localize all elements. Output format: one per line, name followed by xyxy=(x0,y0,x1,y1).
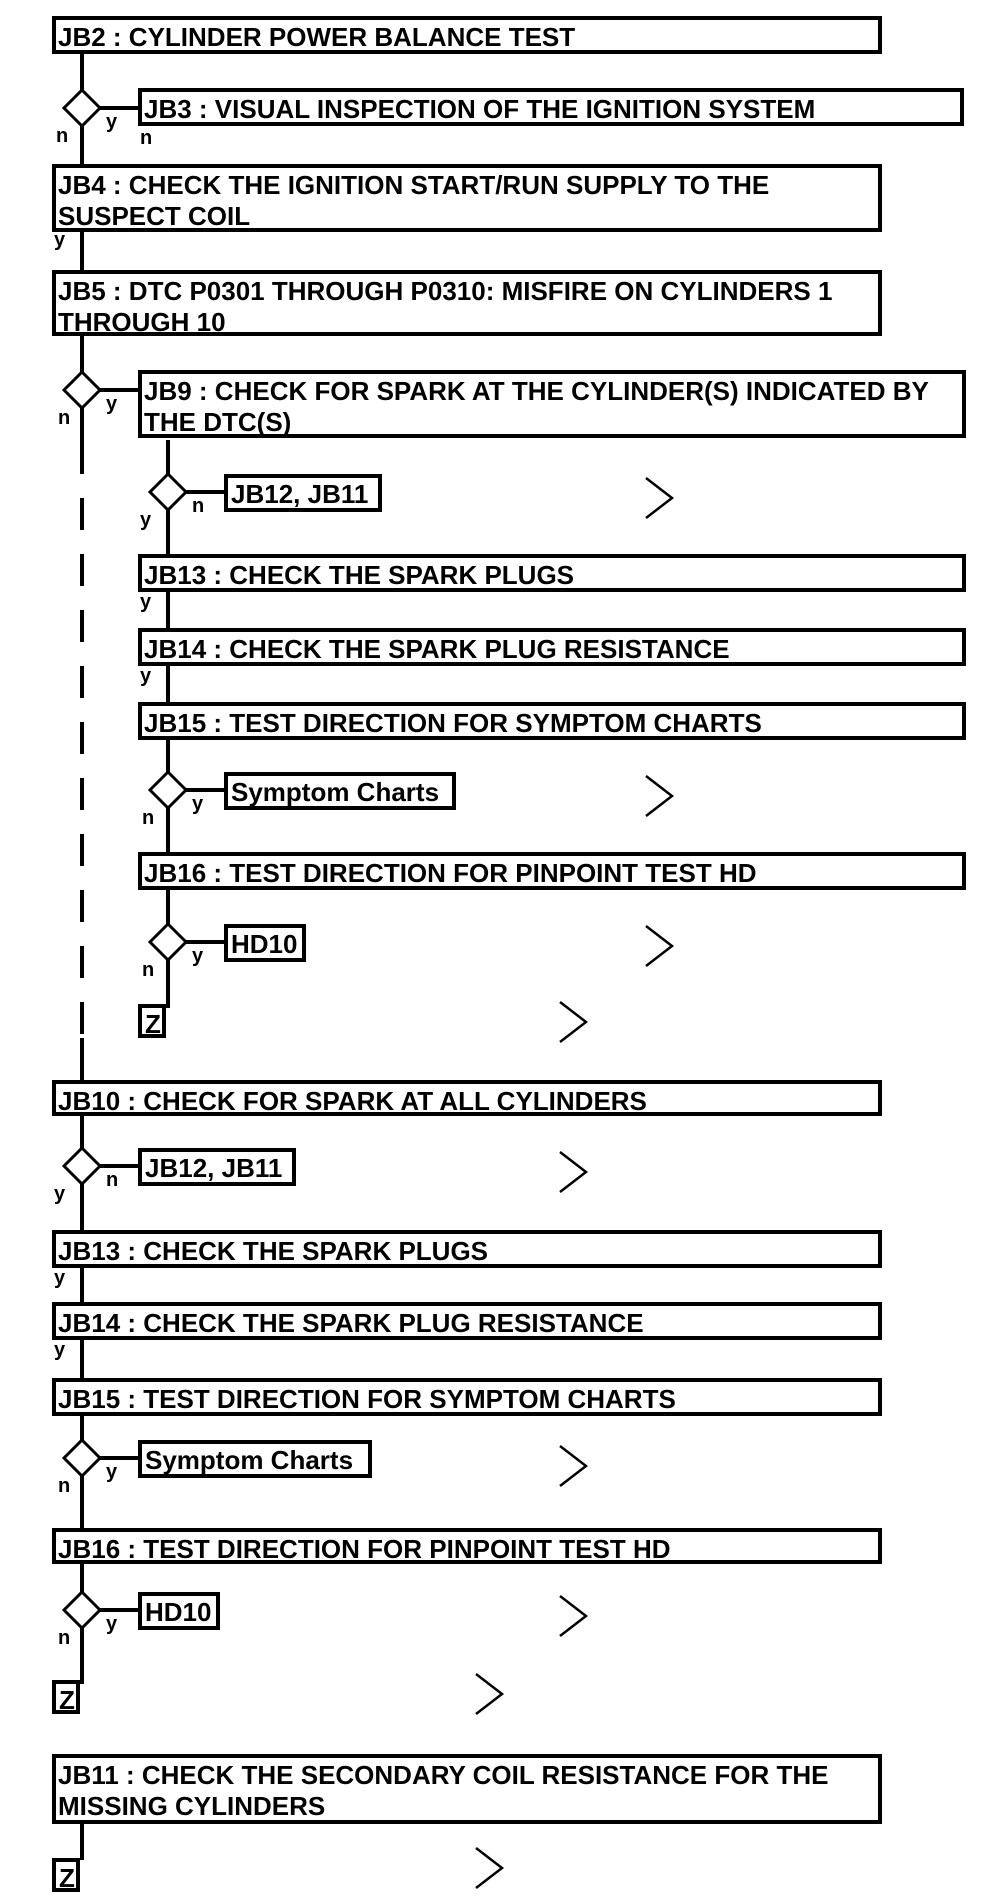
decision-diamond xyxy=(61,369,103,411)
step-jb11[interactable]: JB11 : CHECK THE SECONDARY COIL RESISTAN… xyxy=(52,1754,882,1824)
branch-label-no: n xyxy=(58,1627,71,1649)
decision-diamond xyxy=(147,921,189,963)
branch-label-no: n xyxy=(58,1475,71,1497)
next-arrow-icon[interactable] xyxy=(556,1148,590,1196)
step-jb13[interactable]: JB13 : CHECK THE SPARK PLUGS xyxy=(138,554,966,592)
next-arrow-icon[interactable] xyxy=(556,1592,590,1640)
branch-label-yes: y xyxy=(106,111,118,133)
branch-label-yes: y xyxy=(54,229,66,251)
decision-diamond xyxy=(61,1145,103,1187)
branch-label-yes: y xyxy=(140,665,152,687)
step-jb5[interactable]: JB5 : DTC P0301 THROUGH P0310: MISFIRE O… xyxy=(52,270,882,336)
branch-label-yes: y xyxy=(106,1613,118,1635)
step-jb15[interactable]: JB15 : TEST DIRECTION FOR SYMPTOM CHARTS xyxy=(138,702,966,740)
branch-label-yes: y xyxy=(54,1183,66,1205)
next-arrow-icon[interactable] xyxy=(472,1844,506,1892)
branch-label-no: n xyxy=(142,959,155,981)
decision-diamond xyxy=(147,769,189,811)
reference-box-symptom-charts[interactable]: Symptom Charts xyxy=(224,772,456,810)
branch-label-yes: y xyxy=(54,1267,66,1289)
branch-label-no: n xyxy=(192,495,205,517)
step-jb14[interactable]: JB14 : CHECK THE SPARK PLUG RESISTANCE xyxy=(52,1302,882,1340)
end-marker-z[interactable]: Z xyxy=(52,1680,80,1714)
decision-diamond xyxy=(147,471,189,513)
decision-diamond xyxy=(61,1437,103,1479)
step-jb13[interactable]: JB13 : CHECK THE SPARK PLUGS xyxy=(52,1230,882,1268)
decision-diamond xyxy=(61,87,103,129)
end-marker-z[interactable]: Z xyxy=(138,1004,166,1038)
branch-label-no: n xyxy=(140,127,153,149)
next-arrow-icon[interactable] xyxy=(642,772,676,820)
step-jb4[interactable]: JB4 : CHECK THE IGNITION START/RUN SUPPL… xyxy=(52,164,882,232)
next-arrow-icon[interactable] xyxy=(642,474,676,522)
branch-label-no: n xyxy=(56,125,69,147)
step-jb14[interactable]: JB14 : CHECK THE SPARK PLUG RESISTANCE xyxy=(138,628,966,666)
step-jb3[interactable]: JB3 : VISUAL INSPECTION OF THE IGNITION … xyxy=(138,88,964,126)
end-marker-z[interactable]: Z xyxy=(52,1858,80,1892)
branch-label-yes: y xyxy=(140,509,152,531)
branch-label-yes: y xyxy=(106,393,118,415)
reference-box-hd10[interactable]: HD10 xyxy=(138,1592,220,1630)
next-arrow-icon[interactable] xyxy=(642,922,676,970)
branch-label-no: n xyxy=(106,1169,119,1191)
branch-label-yes: y xyxy=(192,945,204,967)
branch-label-yes: y xyxy=(106,1461,118,1483)
step-jb9[interactable]: JB9 : CHECK FOR SPARK AT THE CYLINDER(S)… xyxy=(138,370,966,438)
step-jb10[interactable]: JB10 : CHECK FOR SPARK AT ALL CYLINDERS xyxy=(52,1080,882,1116)
branch-label-yes: y xyxy=(192,793,204,815)
next-arrow-icon[interactable] xyxy=(472,1670,506,1718)
reference-box-hd10[interactable]: HD10 xyxy=(224,924,306,962)
branch-label-yes: y xyxy=(54,1339,66,1361)
decision-diamond xyxy=(61,1589,103,1631)
next-arrow-icon[interactable] xyxy=(556,1442,590,1490)
branch-label-no: n xyxy=(58,407,71,429)
reference-box-jb12-jb11[interactable]: JB12, JB11 xyxy=(138,1148,296,1186)
step-jb16[interactable]: JB16 : TEST DIRECTION FOR PINPOINT TEST … xyxy=(138,852,966,890)
step-jb15[interactable]: JB15 : TEST DIRECTION FOR SYMPTOM CHARTS xyxy=(52,1378,882,1416)
branch-label-yes: y xyxy=(140,591,152,613)
step-jb2[interactable]: JB2 : CYLINDER POWER BALANCE TEST xyxy=(52,16,882,54)
branch-label-no: n xyxy=(142,807,155,829)
reference-box-jb12-jb11[interactable]: JB12, JB11 xyxy=(224,474,382,512)
step-jb16[interactable]: JB16 : TEST DIRECTION FOR PINPOINT TEST … xyxy=(52,1528,882,1564)
next-arrow-icon[interactable] xyxy=(556,998,590,1046)
reference-box-symptom-charts[interactable]: Symptom Charts xyxy=(138,1440,372,1478)
